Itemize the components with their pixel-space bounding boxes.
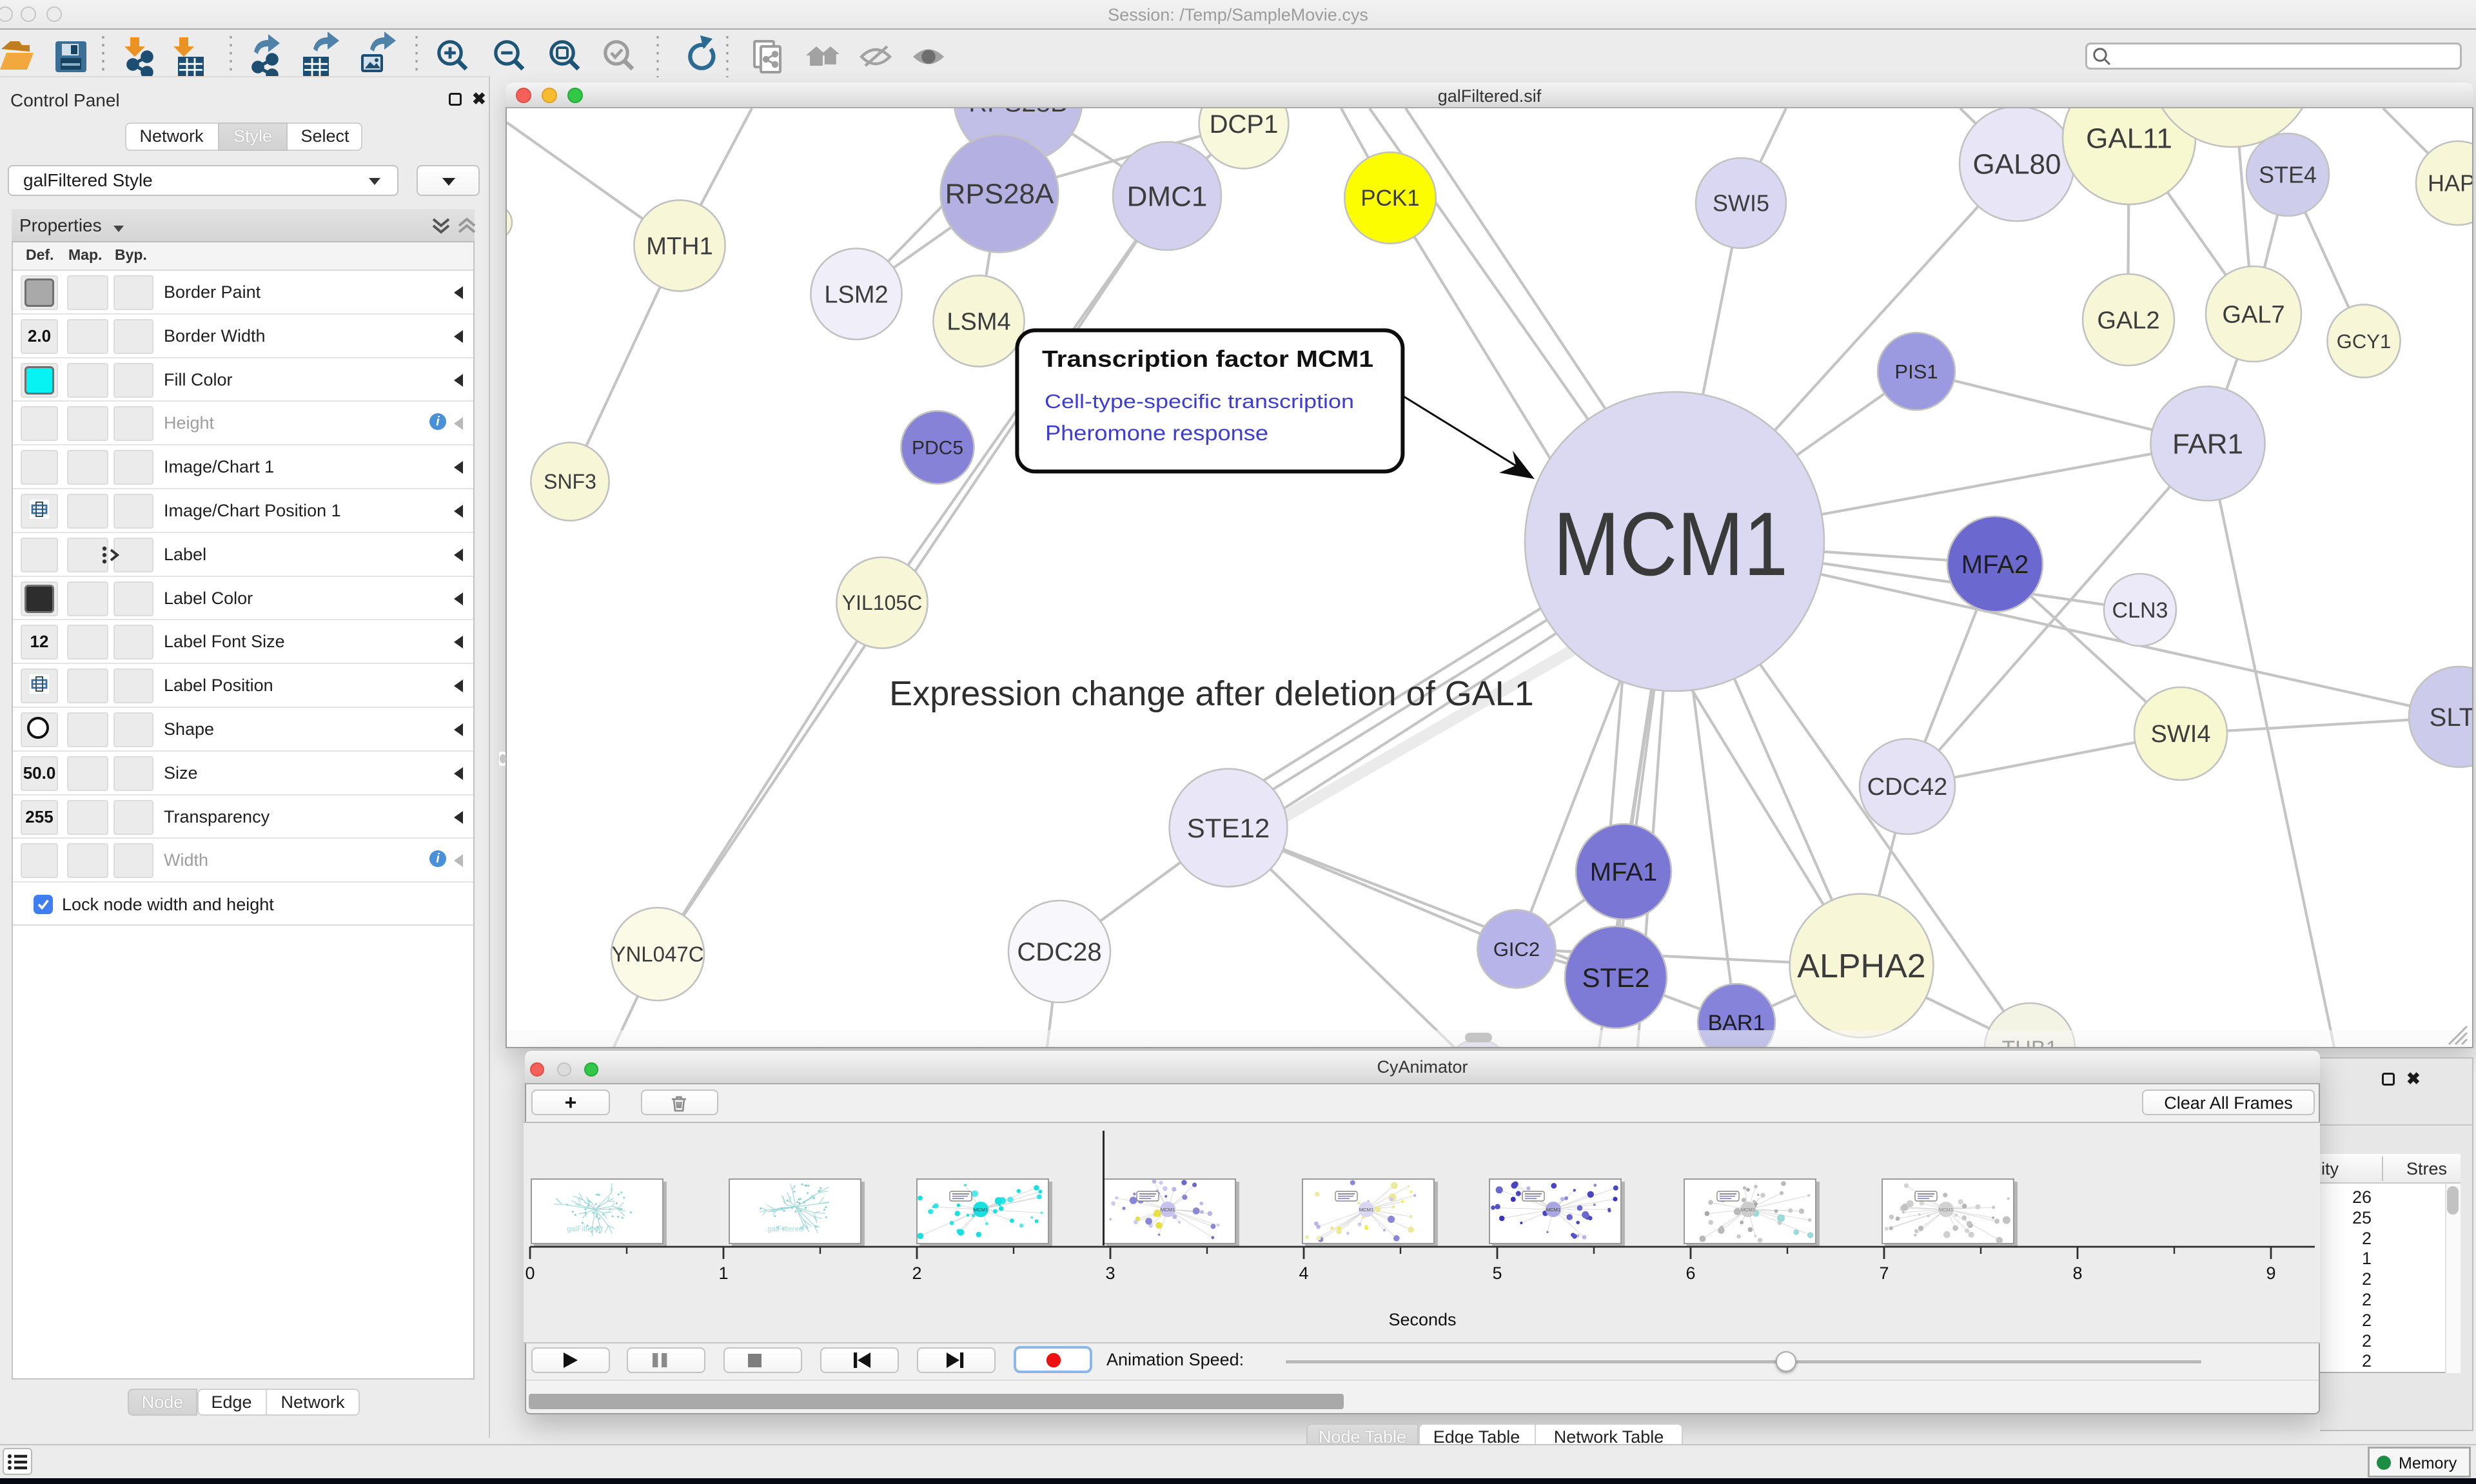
svg-text:YIL105C: YIL105C bbox=[842, 591, 923, 614]
svg-text:0: 0 bbox=[525, 1264, 535, 1283]
svg-text:FAR1: FAR1 bbox=[2172, 428, 2243, 460]
svg-text:SWI4: SWI4 bbox=[2151, 721, 2211, 748]
svg-text:8: 8 bbox=[2072, 1264, 2082, 1283]
svg-text:STE4: STE4 bbox=[2259, 162, 2317, 188]
svg-text:2: 2 bbox=[912, 1264, 921, 1283]
svg-text:MFA1: MFA1 bbox=[1590, 858, 1657, 886]
svg-text:GAL2: GAL2 bbox=[2097, 307, 2159, 334]
svg-text:STE12: STE12 bbox=[1187, 813, 1270, 843]
svg-text:GAL11: GAL11 bbox=[2086, 122, 2172, 154]
svg-text:4: 4 bbox=[1299, 1264, 1308, 1283]
svg-text:ALPHA2: ALPHA2 bbox=[1797, 948, 1925, 985]
svg-text:PDC5: PDC5 bbox=[912, 437, 963, 458]
svg-text:HAP2: HAP2 bbox=[2428, 170, 2472, 197]
svg-text:SLT2: SLT2 bbox=[2430, 703, 2472, 732]
svg-text:MCM1: MCM1 bbox=[1553, 493, 1788, 594]
svg-text:GCY1: GCY1 bbox=[2337, 330, 2391, 353]
svg-text:GAL7: GAL7 bbox=[2222, 301, 2284, 328]
svg-text:STE2: STE2 bbox=[1582, 962, 1649, 993]
svg-text:PIS1: PIS1 bbox=[1894, 360, 1938, 383]
svg-text:MCM1: MCM1 bbox=[1546, 1207, 1560, 1213]
svg-text:RPS28B: RPS28B bbox=[968, 108, 1067, 117]
svg-text:CDC42: CDC42 bbox=[1867, 774, 1948, 801]
svg-text:Transcription factor MCM1: Transcription factor MCM1 bbox=[1042, 346, 1373, 372]
svg-text:LSM4: LSM4 bbox=[947, 308, 1010, 335]
svg-text:GAL80: GAL80 bbox=[1973, 148, 2061, 180]
svg-text:DMC1: DMC1 bbox=[1127, 181, 1208, 212]
svg-text:Pheromone response: Pheromone response bbox=[1045, 421, 1268, 445]
svg-text:3: 3 bbox=[1105, 1264, 1115, 1283]
svg-text:MCM1: MCM1 bbox=[1939, 1207, 1953, 1213]
svg-text:RPS28A: RPS28A bbox=[945, 178, 1054, 210]
svg-text:MTH1: MTH1 bbox=[646, 233, 712, 260]
svg-text:5: 5 bbox=[1492, 1264, 1502, 1283]
svg-text:PCK1: PCK1 bbox=[1361, 186, 1419, 211]
svg-text:CDC28: CDC28 bbox=[1017, 938, 1101, 966]
svg-text:DCP1: DCP1 bbox=[1210, 110, 1279, 139]
svg-text:galFiltered: galFiltered bbox=[767, 1224, 803, 1233]
svg-text:SNF3: SNF3 bbox=[544, 470, 596, 493]
svg-text:MCM1: MCM1 bbox=[974, 1207, 988, 1213]
svg-text:CLN3: CLN3 bbox=[2112, 598, 2168, 623]
svg-text:Cell-type-specific transcripti: Cell-type-specific transcription bbox=[1045, 390, 1354, 413]
svg-text:galFiltered: galFiltered bbox=[567, 1224, 603, 1233]
svg-text:MCM1: MCM1 bbox=[1741, 1207, 1755, 1213]
svg-text:1: 1 bbox=[718, 1264, 728, 1283]
svg-text:MCM1: MCM1 bbox=[1359, 1207, 1373, 1213]
svg-text:YNL047C: YNL047C bbox=[611, 942, 703, 966]
svg-text:LSM2: LSM2 bbox=[824, 281, 888, 308]
svg-text:Expression change after deleti: Expression change after deletion of GAL1 bbox=[889, 674, 1534, 713]
svg-text:MCM1: MCM1 bbox=[1161, 1207, 1175, 1213]
svg-text:GIC2: GIC2 bbox=[1493, 938, 1540, 961]
svg-text:SWI5: SWI5 bbox=[1713, 190, 1769, 217]
svg-text:MFA2: MFA2 bbox=[1961, 551, 2029, 579]
svg-text:6: 6 bbox=[1685, 1264, 1695, 1283]
svg-text:9: 9 bbox=[2266, 1264, 2275, 1283]
svg-text:7: 7 bbox=[1879, 1264, 1889, 1283]
